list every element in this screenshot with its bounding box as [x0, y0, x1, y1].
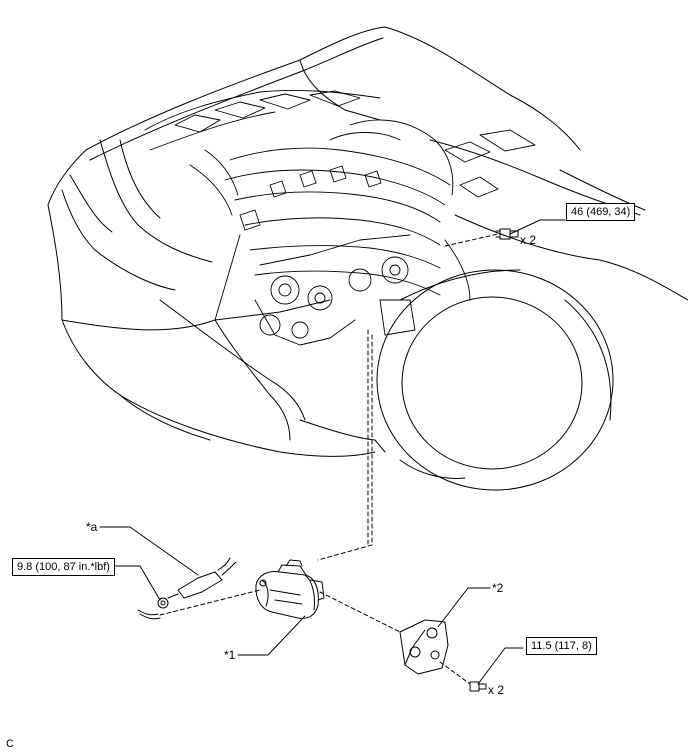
- quantity-lower-bolt: x 2: [488, 683, 505, 697]
- torque-spec-upper-bolt: 46 (469, 34): [566, 203, 636, 221]
- nut-icon: [157, 597, 169, 609]
- callout-bracket: *2: [492, 581, 504, 595]
- callout-leaders: [99, 219, 566, 685]
- starter-bracket: [399, 619, 449, 675]
- connection-lines: [159, 233, 499, 685]
- vehicle-front-end: [47, 26, 688, 491]
- torque-spec-nut: 9.8 (100, 87 in.*lbf): [12, 558, 115, 576]
- callout-starter: *1: [224, 648, 236, 662]
- callout-wire: *a: [86, 520, 98, 534]
- figure-code: C: [6, 738, 14, 750]
- engine-assembly: [144, 89, 536, 346]
- starter-motor: [255, 559, 325, 619]
- lower-bolt-icon: [469, 681, 487, 692]
- wire-harness: [137, 557, 237, 620]
- torque-spec-lower-bolt: 11.5 (117, 8): [526, 637, 597, 655]
- quantity-upper-bolt: x 2: [520, 233, 537, 247]
